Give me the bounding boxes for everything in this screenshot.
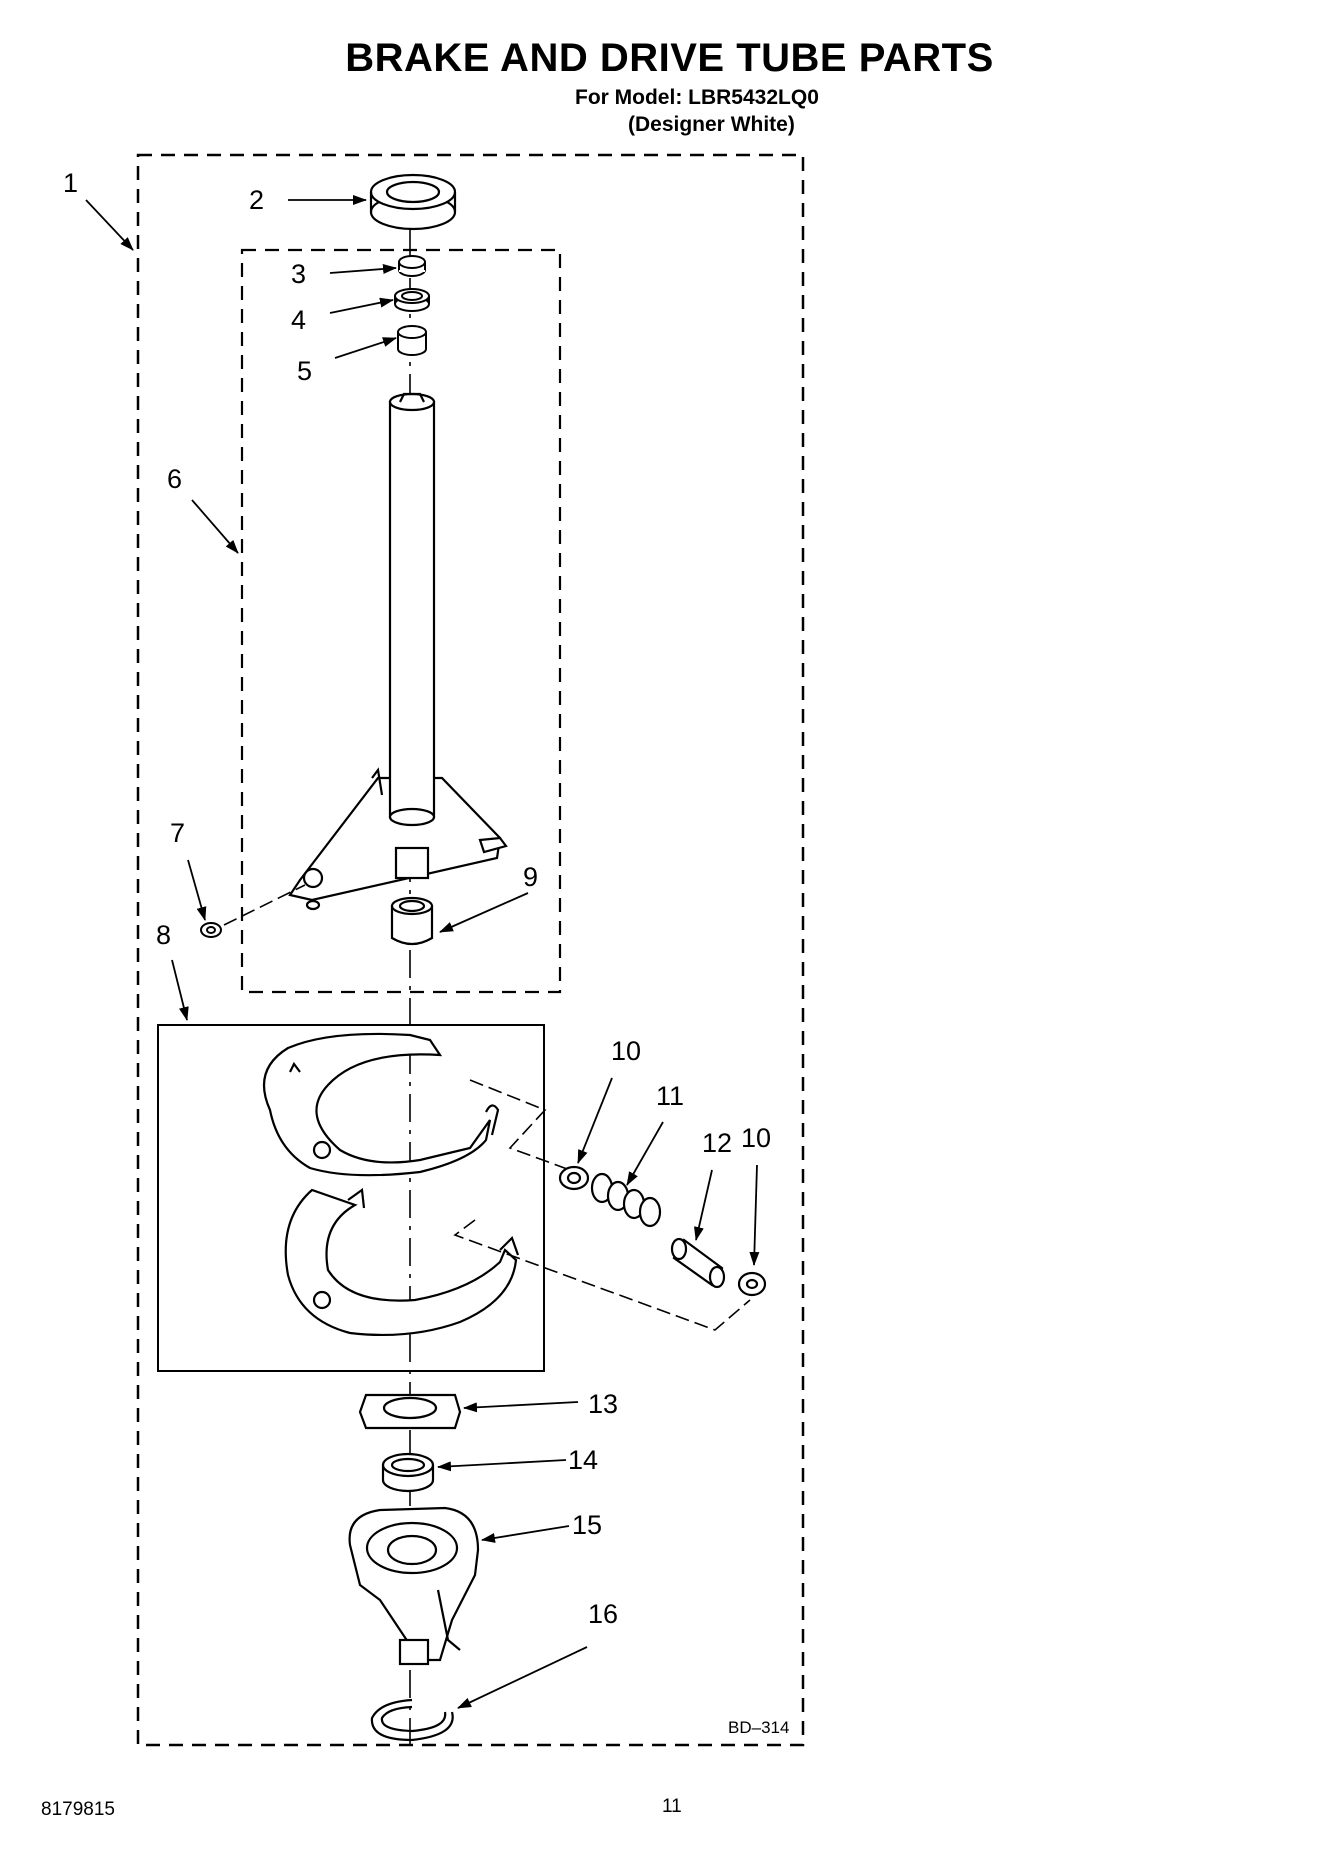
part-5-bearing [397, 325, 427, 356]
part-10-washer-right [737, 1271, 767, 1297]
part-11-spring [590, 1172, 662, 1228]
callout-4: 4 [291, 305, 306, 335]
callout-11: 11 [656, 1081, 684, 1111]
callout-5: 5 [297, 356, 312, 386]
part-9-bushing [390, 896, 434, 946]
page-title: BRAKE AND DRIVE TUBE PARTS [345, 36, 994, 80]
drive-tube-subassembly-boundary [240, 248, 562, 994]
model-number: For Model: LBR5432LQ0 [575, 86, 819, 109]
part-2-seal [369, 173, 457, 231]
callout-16: 16 [588, 1599, 618, 1629]
callout-7: 7 [170, 818, 185, 848]
callout-3: 3 [291, 259, 306, 289]
part-12-pin [670, 1237, 726, 1289]
part-13-flange [358, 1393, 462, 1430]
callout-1: 1 [63, 168, 78, 198]
part-14-ring [381, 1452, 435, 1493]
part-8-brake-lower-shoe [284, 1188, 520, 1337]
callout-10b: 10 [741, 1123, 771, 1153]
callout-6: 6 [167, 464, 182, 494]
callout-2: 2 [249, 185, 264, 215]
part-10-washer-left [558, 1165, 590, 1191]
diagram-code: BD–314 [728, 1718, 789, 1737]
part-3-bushing [398, 255, 426, 277]
part-4-washer [394, 288, 430, 312]
page-number: 11 [662, 1796, 682, 1817]
doc-number: 8179815 [41, 1799, 115, 1820]
callout-14: 14 [568, 1445, 598, 1475]
model-color: (Designer White) [628, 113, 795, 136]
brake-subassembly-boundary [157, 1024, 545, 1372]
callout-12: 12 [702, 1128, 732, 1158]
part-15-cam [348, 1506, 480, 1666]
assembly-boundary-outer [136, 153, 805, 1747]
callout-13: 13 [588, 1389, 618, 1419]
leader-arrows [85, 195, 760, 1709]
part-6-drive-tube [288, 392, 508, 911]
part-16-retaining-ring [370, 1698, 454, 1742]
callout-10a: 10 [611, 1036, 641, 1066]
part-7-clip [200, 922, 222, 938]
part-8-brake-upper-shoe [262, 1032, 500, 1177]
callout-8: 8 [156, 920, 171, 950]
callout-labels: 1 2 3 4 5 6 7 8 9 10 11 12 10 13 14 15 1… [63, 168, 771, 1629]
callout-9: 9 [523, 862, 538, 892]
callout-15: 15 [572, 1510, 602, 1540]
